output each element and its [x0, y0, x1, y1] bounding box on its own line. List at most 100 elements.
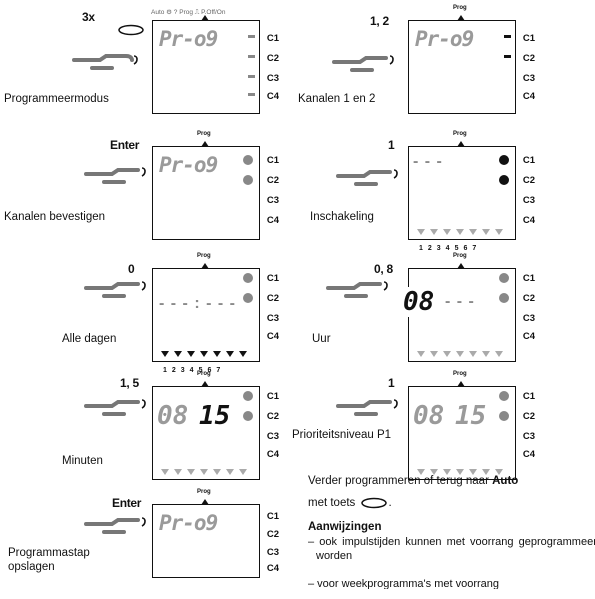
channel-label: C1 — [266, 391, 279, 402]
rotary-key-icon — [118, 24, 144, 36]
channel-label: C2 — [266, 53, 279, 64]
step-caption: Programmastap opslagen — [8, 547, 90, 573]
channel-dot — [499, 175, 509, 185]
channel-label: C3 — [266, 195, 279, 206]
channel-label: C1 — [266, 273, 279, 284]
key-label: 1 — [388, 376, 395, 390]
channel-dot — [499, 293, 509, 303]
day-marker — [482, 229, 490, 235]
channel-dot — [499, 155, 509, 165]
continue-text: Verder programmeren of terug naar — [308, 475, 489, 487]
channel-label: C4 — [266, 331, 279, 342]
prog-arrow-icon — [201, 499, 209, 505]
key-label: 1, 5 — [120, 376, 139, 390]
channel-label: C2 — [522, 53, 535, 64]
step-kanalen-bevestigen: Enter Prog Pr-o9 C1 C2 C3 C4 Kanalen bev… — [0, 128, 290, 243]
lcd-display: Prog Pr-o9 C1 C2 C3 C4 — [152, 489, 279, 578]
step-uur: 0, 8 Prog 08 - - - C1 C2 C3 C4 Uur — [296, 253, 586, 373]
step-caption: Minuten — [62, 455, 103, 467]
day-marker — [495, 351, 503, 357]
day-marker — [469, 469, 477, 475]
channel-label: C3 — [266, 547, 279, 558]
prog-arrow-icon — [457, 263, 465, 269]
lcd-display: Prog 08 - - - C1 C2 C3 C4 — [403, 253, 535, 362]
prog-marker: Prog — [197, 131, 211, 137]
prog-marker: Prog — [197, 371, 211, 377]
lcd-display: Auto ⚙ ? Prog ⎍ P.Off/On Pr-o9 C1 C2 C3 … — [151, 9, 279, 114]
prog-text: Pr-o9 — [159, 511, 218, 535]
channel-label: C2 — [266, 529, 279, 540]
channel-dot — [243, 155, 253, 165]
time-dashes: - - - — [413, 153, 443, 170]
day-marker — [443, 469, 451, 475]
hand-icon — [84, 399, 146, 416]
prog-text: Pr-o9 — [159, 27, 218, 51]
hand-icon — [336, 399, 398, 416]
hand-icon — [84, 281, 146, 298]
hand-icon — [336, 169, 398, 186]
day-marker — [482, 469, 490, 475]
day-marker — [430, 351, 438, 357]
time-dashes: - - - — [445, 293, 475, 310]
prog-arrow-icon — [457, 141, 465, 147]
day-marker — [456, 229, 464, 235]
channel-bar — [248, 35, 255, 38]
day-marker — [161, 351, 169, 357]
key-label: 0, 8 — [374, 262, 393, 276]
note-item-week: – voor weekprogramma's met voorrang — [308, 578, 500, 589]
day-marker — [469, 229, 477, 235]
channel-label: C2 — [266, 175, 279, 186]
channel-label: C2 — [266, 411, 279, 422]
channel-label: C1 — [522, 33, 535, 44]
channel-dot — [243, 411, 253, 421]
key-text: met toets — [308, 497, 356, 509]
channel-dot — [243, 293, 253, 303]
channel-label: C4 — [266, 449, 279, 460]
key-note: met toets . — [308, 497, 392, 509]
channel-bar — [248, 55, 255, 58]
channel-label: C3 — [522, 195, 535, 206]
key-label: Enter — [112, 496, 142, 510]
day-marker — [430, 229, 438, 235]
step-inschakeling: 1 Prog - - - C1 C2 C3 C4 1234567 Inschak… — [296, 128, 586, 252]
day-marker — [161, 469, 169, 475]
channel-label: C3 — [266, 313, 279, 324]
prog-marker: Prog — [453, 371, 467, 377]
mode-bar: Auto ⚙ ? Prog ⎍ P.Off/On — [151, 9, 226, 16]
step-alle-dagen: 0 Prog - - - : - - - C1 C2 C3 C4 1234567… — [0, 253, 290, 374]
day-marker — [174, 469, 182, 475]
channel-label: C3 — [522, 73, 535, 84]
channel-bar — [504, 35, 511, 38]
channel-dot — [243, 391, 253, 401]
channel-label: C2 — [266, 293, 279, 304]
hand-icon — [84, 167, 146, 184]
channel-label: C1 — [522, 155, 535, 166]
day-marker — [239, 469, 247, 475]
minute-digits: 15 — [199, 401, 231, 431]
day-marker — [200, 351, 208, 357]
channel-label: C4 — [522, 215, 535, 226]
channel-bar — [248, 75, 255, 78]
key-label: Enter — [110, 138, 140, 152]
key-label: 3x — [82, 10, 95, 24]
key-label: 1 — [388, 138, 395, 152]
hand-icon — [72, 54, 138, 70]
channel-label: C3 — [266, 431, 279, 442]
prog-arrow-icon — [201, 15, 209, 21]
hour-digits: 08 — [413, 401, 445, 431]
prog-marker: Prog — [453, 5, 467, 11]
day-marker — [443, 229, 451, 235]
day-marker — [456, 469, 464, 475]
hour-digits: 08 — [157, 401, 189, 431]
step-caption: Kanalen bevestigen — [4, 211, 106, 223]
key-label: 0 — [128, 262, 135, 276]
channel-dot — [499, 411, 509, 421]
day-marker — [482, 351, 490, 357]
channel-dot — [499, 391, 509, 401]
channel-label: C4 — [266, 215, 279, 226]
day-marker — [187, 351, 195, 357]
note-item-impulse: – ook impulstijden kunnen met voorrang g… — [308, 536, 595, 562]
channel-bar — [504, 55, 511, 58]
day-marker — [174, 351, 182, 357]
channel-label: C4 — [266, 91, 279, 102]
